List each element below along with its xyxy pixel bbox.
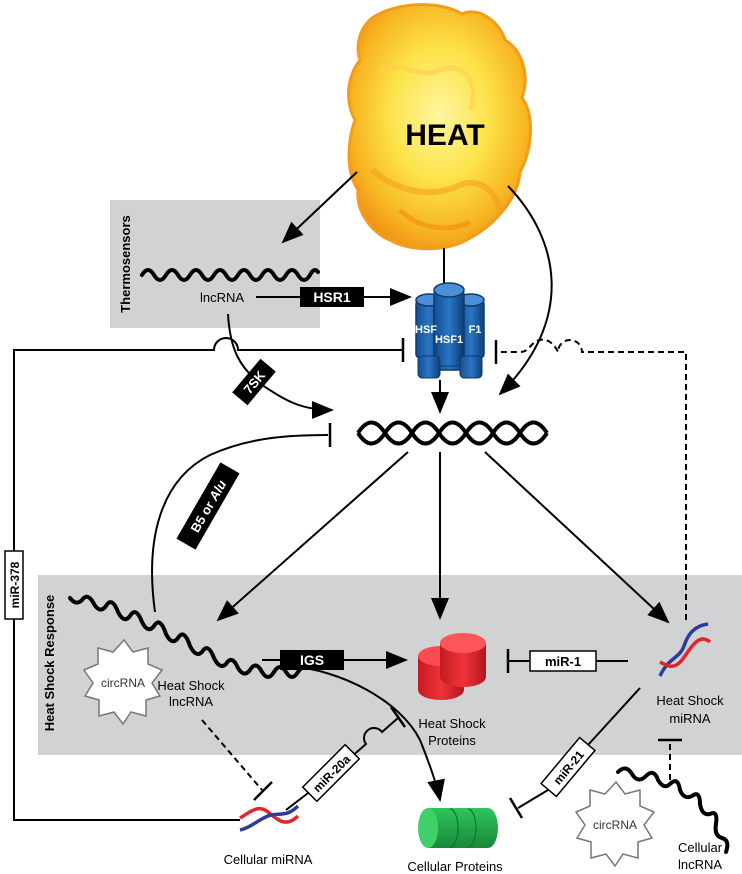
mir1-tag: miR-1 xyxy=(529,650,597,672)
mir21-inhibition-bar xyxy=(508,797,524,819)
heat-to-lncrna-arrow xyxy=(281,171,358,244)
b5-alu-inhibition-curve xyxy=(151,434,329,613)
b5-alu-tag: B5 or Alu xyxy=(176,462,240,550)
cellular-lncrna-strand xyxy=(616,766,730,854)
thermosensor-lncrna-label: lncRNA xyxy=(200,290,244,305)
circrna-label: circRNA xyxy=(593,818,637,832)
cellular-proteins-icon xyxy=(418,808,498,848)
mir378-tag: miR-378 xyxy=(4,550,24,620)
hs-mirna-icon xyxy=(658,622,712,677)
igs-tag: IGS xyxy=(280,650,344,670)
hs-mirna-dashed-line xyxy=(498,338,687,620)
thermosensors-panel xyxy=(110,200,320,328)
lncrna-to-cellular-proteins-arrow xyxy=(289,665,445,802)
circrna-label: circRNA xyxy=(101,676,145,690)
hsf-left-label: HSF xyxy=(415,324,437,336)
flame-icon xyxy=(347,3,532,251)
sk7-tag: 7SK xyxy=(232,358,276,406)
cellular-lncrna-label-line1: Cellular xyxy=(678,840,723,855)
thermosensors-title: Thermosensors xyxy=(118,215,133,313)
hsp-label-line2: Proteins xyxy=(428,733,476,748)
thermosensor-lncrna-strand xyxy=(140,268,320,282)
hsp-label-line1: Heat Shock xyxy=(418,716,486,731)
heat-label: HEAT xyxy=(405,119,484,152)
cellular-mirna-icon xyxy=(239,804,300,832)
hsr1-tag: HSR1 xyxy=(300,287,364,307)
hsf1-center-label: HSF1 xyxy=(435,334,463,346)
heat-shock-proteins-icon xyxy=(418,633,486,700)
mir378-tag-text: miR-378 xyxy=(8,561,22,608)
hs-lncrna-label-line1: Heat Shock xyxy=(157,678,225,693)
hs-lncrna-label-line2: lncRNA xyxy=(169,694,213,709)
hs-lncrna-dashed-bar xyxy=(253,781,273,801)
hsf1-trimer-icon xyxy=(415,248,485,379)
heat-shock-response-title: Heat Shock Response xyxy=(42,595,57,732)
cellular-lncrna-label-line2: lncRNA xyxy=(678,857,722,872)
hs-mirna-label-line1: Heat Shock xyxy=(656,693,724,708)
mir1-tag-text: miR-1 xyxy=(545,654,581,669)
mir20a-inhibition-bar xyxy=(389,706,407,728)
cellular-proteins-label: Cellular Proteins xyxy=(407,859,503,874)
dna-to-hs-lncrna-arrow xyxy=(216,451,409,622)
dna-to-hs-mirna-arrow xyxy=(484,451,670,624)
heat-to-dna-arrow xyxy=(498,185,553,396)
hs-lncrna-strand xyxy=(68,594,308,679)
cellular-mirna-label: Cellular miRNA xyxy=(224,852,313,867)
mir378-inhibition-line xyxy=(13,337,402,821)
hsf-right-label: F1 xyxy=(469,324,482,336)
hsr1-tag-text: HSR1 xyxy=(313,289,351,305)
mir21-inhibition-line xyxy=(517,687,641,809)
mir20a-inhibition-line xyxy=(285,717,399,811)
dna-helix-icon xyxy=(356,420,549,446)
hs-mirna-label-line2: miRNA xyxy=(669,711,710,726)
igs-tag-text: IGS xyxy=(300,652,324,668)
circrna-icon xyxy=(574,780,656,868)
circrna-icon xyxy=(82,638,164,726)
hs-lncrna-dashed-line xyxy=(201,719,263,791)
